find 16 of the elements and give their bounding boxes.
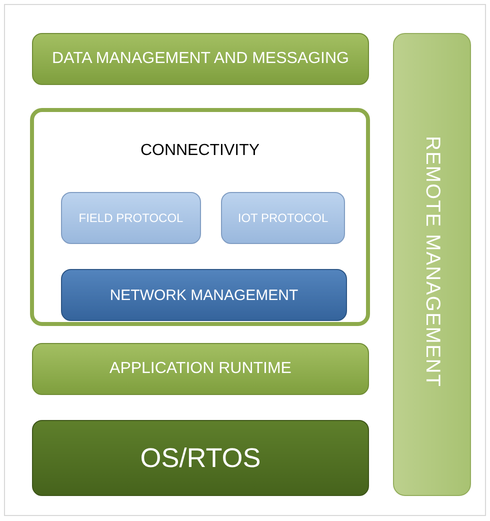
- layer-box: [61, 269, 347, 321]
- group-title: CONNECTIVITY: [140, 142, 260, 160]
- layer-label: DATA MANAGEMENT AND MESSAGING: [52, 50, 349, 68]
- layer-label: IOT PROTOCOL: [238, 211, 328, 225]
- protocol-box: [221, 192, 345, 244]
- layer-label: NETWORK MANAGEMENT: [110, 286, 298, 304]
- layer-label: FIELD PROTOCOL: [78, 211, 184, 225]
- group-panel: [30, 108, 370, 326]
- vertical-layer-box: [393, 33, 471, 496]
- protocol-box: [61, 192, 201, 244]
- layer-label: OS/RTOS: [140, 442, 261, 474]
- layer-label: APPLICATION RUNTIME: [110, 360, 292, 378]
- layer-label: REMOTE MANAGEMENT: [420, 136, 444, 388]
- layer-box: [32, 33, 369, 85]
- layer-box: [32, 343, 369, 395]
- layer-box: [32, 420, 369, 496]
